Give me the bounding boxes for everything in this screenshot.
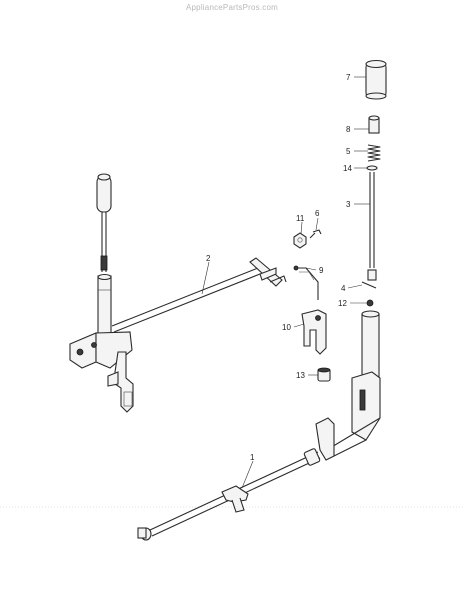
callout-6: 6	[315, 209, 320, 218]
callout-11: 11	[296, 214, 305, 223]
right-column-assembly	[315, 59, 387, 461]
callout-1: 1	[250, 453, 255, 462]
callout-10: 10	[282, 323, 291, 332]
callout-13: 13	[296, 371, 305, 380]
left-lever-assembly	[69, 173, 134, 413]
small-parts	[293, 229, 331, 382]
callout-14: 14	[343, 164, 352, 173]
callout-3: 3	[346, 200, 351, 209]
callout-5: 5	[346, 147, 351, 156]
bottom-shaft	[137, 448, 321, 541]
callouts: 7 8 5 14 3 4 12 11 6 9 10 13 2 1	[206, 73, 352, 462]
callout-8: 8	[346, 125, 351, 134]
callout-7: 7	[346, 73, 351, 82]
callout-2: 2	[206, 254, 211, 263]
callout-4: 4	[341, 284, 346, 293]
callout-9: 9	[319, 266, 324, 275]
leader-lines	[201, 76, 370, 489]
cross-rod	[111, 257, 287, 333]
watermark: AppliancePartsPros.com	[186, 3, 278, 12]
callout-12: 12	[338, 299, 347, 308]
